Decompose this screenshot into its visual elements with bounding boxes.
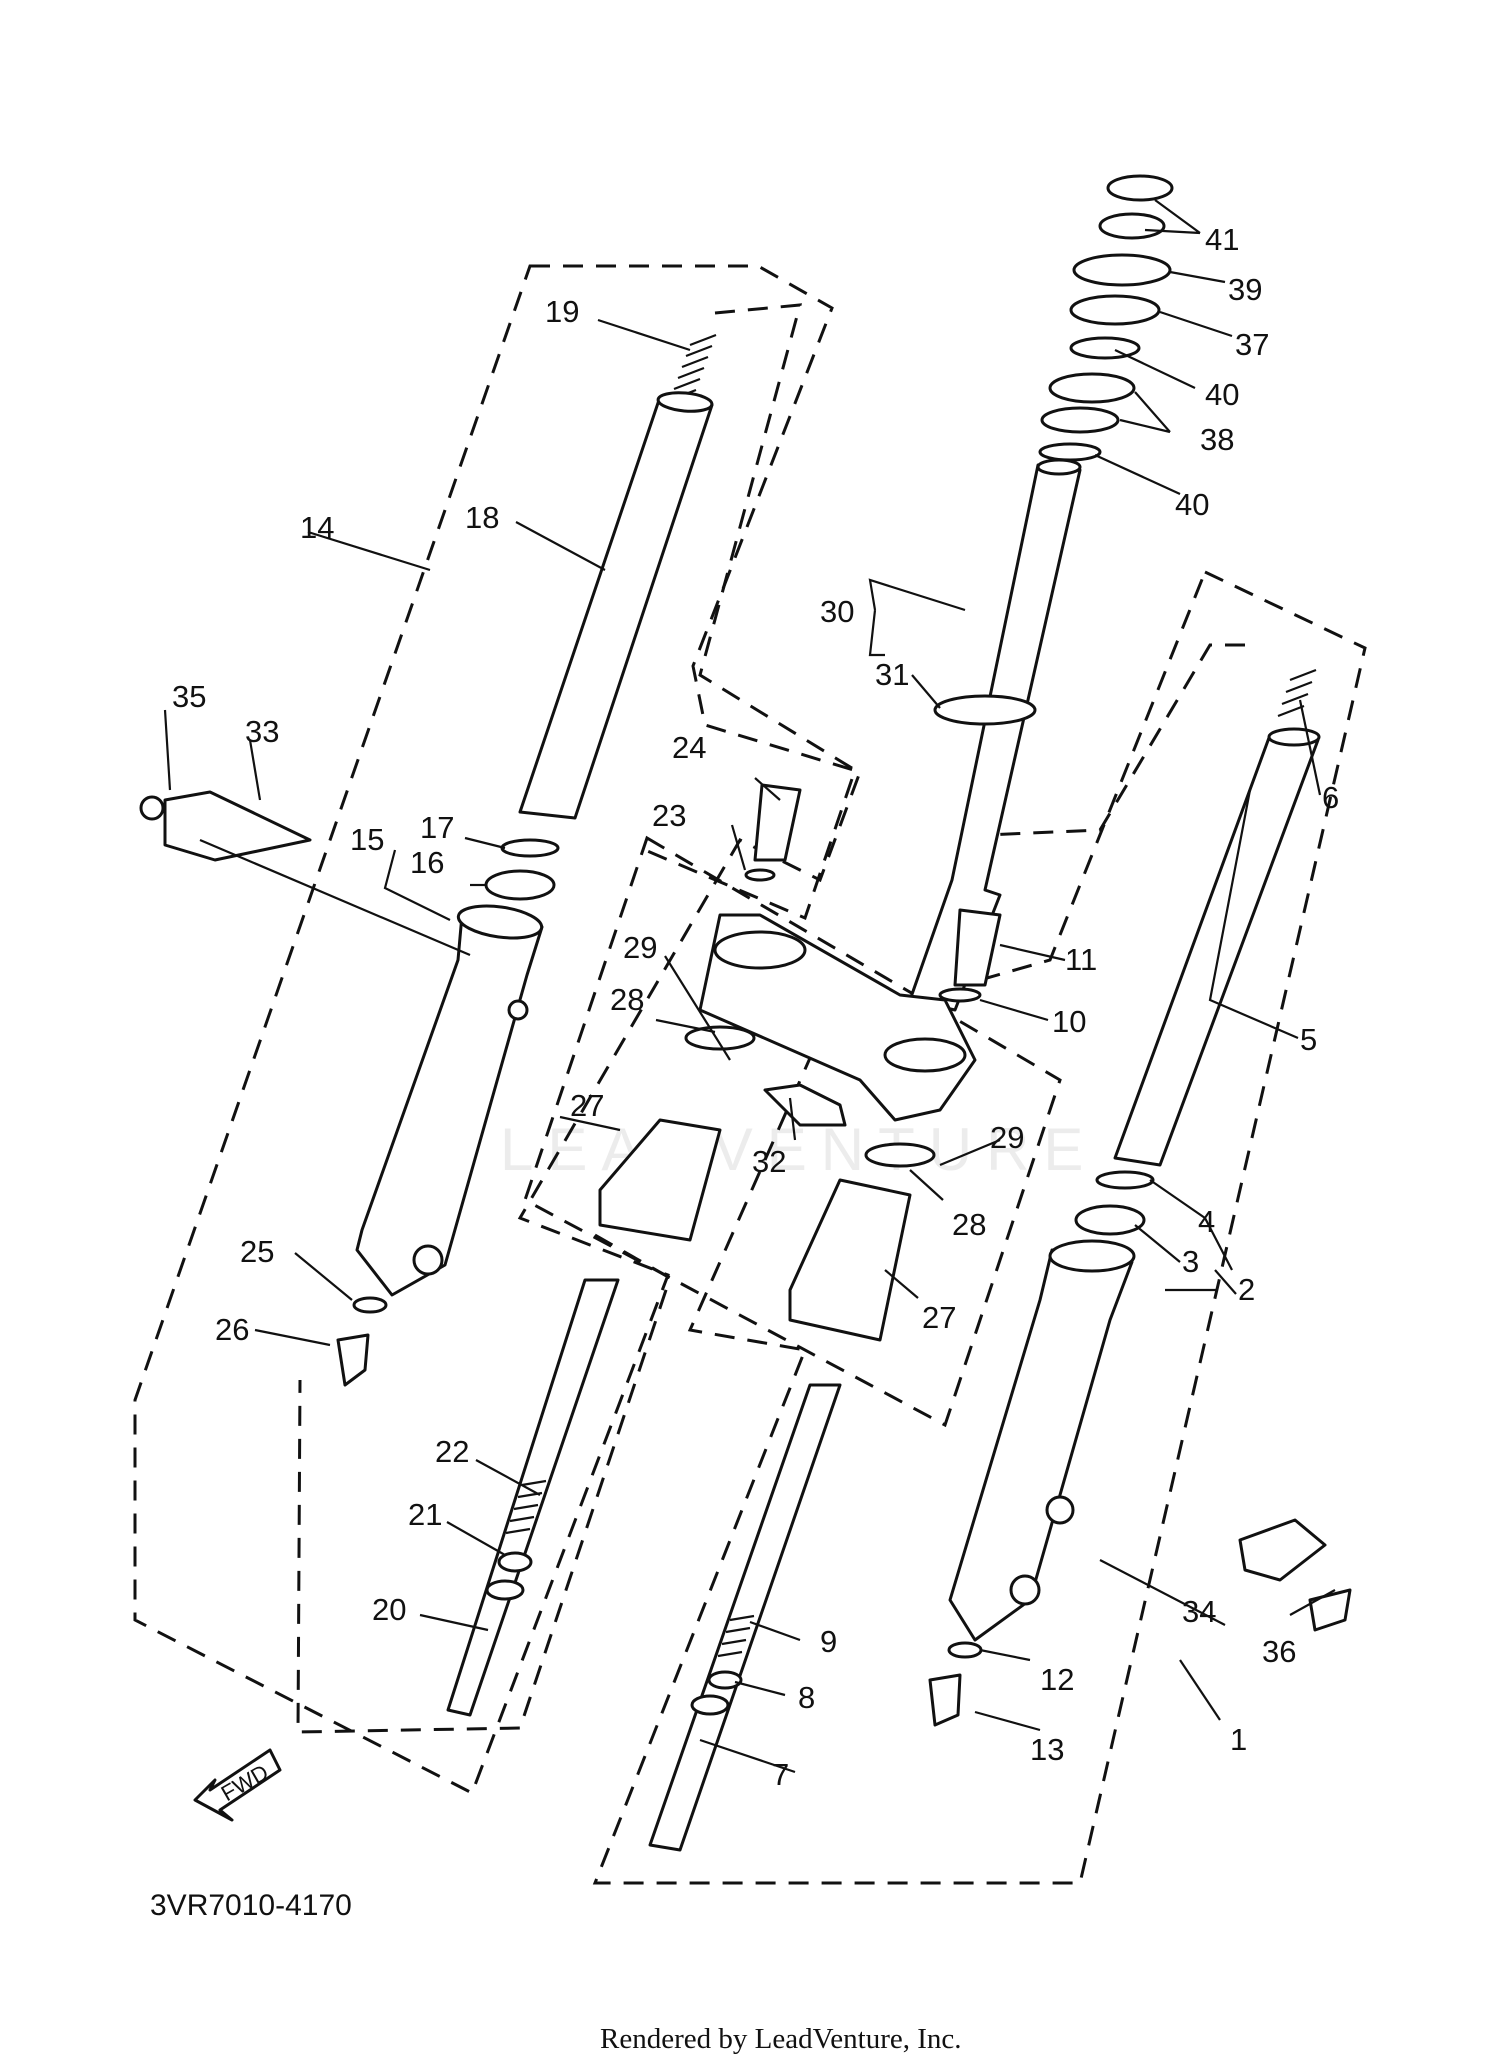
right-inner-tube-group [958, 643, 1245, 901]
washer-left [352, 1296, 388, 1314]
drain-bolt-left [336, 1333, 370, 1387]
callout-34: 34 [1182, 1594, 1216, 1629]
callout-31: 31 [875, 657, 909, 692]
callout-11: 11 [1065, 942, 1097, 977]
callout-2: 2 [1238, 1272, 1255, 1307]
callout-7: 7 [772, 1757, 789, 1792]
callout-28-lower: 28 [952, 1207, 986, 1242]
callout-35: 35 [172, 679, 206, 714]
callout-38: 38 [1200, 422, 1234, 457]
callout-6: 6 [1322, 780, 1339, 815]
fork-spring-right [1277, 668, 1317, 718]
callout-9: 9 [820, 1624, 837, 1659]
callout-33: 33 [245, 714, 279, 749]
callout-5: 5 [1300, 1022, 1317, 1057]
callout-36: 36 [1262, 1634, 1296, 1669]
o-ring-left [744, 868, 776, 882]
callout-39: 39 [1228, 272, 1262, 307]
callout-28-upper: 28 [610, 982, 644, 1017]
credit-text: Rendered by LeadVenture, Inc. [600, 2023, 962, 2055]
watermark-text: LEADVENTURE [500, 1116, 1097, 1183]
callout-25: 25 [240, 1234, 274, 1269]
callout-4: 4 [1198, 1204, 1215, 1239]
callout-32: 32 [752, 1144, 786, 1179]
callout-27-upper: 27 [570, 1088, 604, 1123]
callout-16: 16 [410, 845, 444, 880]
callout-14: 14 [300, 510, 334, 545]
outer-tube-right [948, 1239, 1136, 1642]
callout-27-lower: 27 [922, 1300, 956, 1335]
pinch-bolt [763, 1083, 847, 1127]
right-fork-assembly-boundary [592, 569, 1367, 1885]
damper-rod-left [446, 1278, 620, 1717]
washer-right [947, 1641, 983, 1659]
circlip-right [1095, 1170, 1155, 1190]
inner-boot-group-boundary [523, 835, 1062, 1428]
callout-18: 18 [465, 500, 499, 535]
callout-30: 30 [820, 594, 854, 629]
steering-stem [908, 458, 1082, 1012]
callout-19: 19 [545, 294, 579, 329]
o-ring-right [938, 987, 982, 1003]
circlip-left [500, 838, 560, 858]
callout-labels: 1 2 3 4 5 6 7 8 9 10 11 12 13 14 15 16 1… [172, 222, 1339, 1792]
callout-40-upper: 40 [1205, 377, 1239, 412]
fork-spring-left [669, 333, 717, 402]
bearing-races-stack [1038, 174, 1174, 462]
dust-boot-lower [788, 1142, 936, 1342]
dust-boot-upper [598, 1025, 756, 1242]
callout-17: 17 [420, 810, 454, 845]
inner-left-tube-group [644, 303, 857, 921]
callout-26: 26 [215, 1312, 249, 1347]
callout-1: 1 [1230, 1722, 1247, 1757]
callout-15: 15 [350, 822, 384, 857]
left-lower-damper-group [296, 1233, 672, 1734]
under-bracket [698, 913, 977, 1122]
left-fork-assembly-boundary [133, 264, 862, 1796]
callout-22: 22 [435, 1434, 469, 1469]
callout-40-lower: 40 [1175, 487, 1209, 522]
callout-21: 21 [408, 1497, 442, 1532]
callout-37: 37 [1235, 327, 1269, 362]
callout-24: 24 [672, 730, 706, 765]
callout-3: 3 [1182, 1244, 1199, 1279]
inner-tube-left [518, 391, 714, 820]
cap-bolt-right [953, 908, 1002, 987]
fwd-arrow-icon: FWD [193, 1748, 282, 1822]
callout-12: 12 [1040, 1662, 1074, 1697]
callout-29-lower: 29 [990, 1120, 1024, 1155]
callout-41: 41 [1205, 222, 1239, 257]
leader-lines [163, 199, 1336, 1774]
callout-23: 23 [652, 798, 686, 833]
callout-13: 13 [1030, 1732, 1064, 1767]
outer-tube-left [355, 904, 544, 1297]
drawing-code: 3VR7010-4170 [150, 1889, 352, 1922]
oil-seal-right [1074, 1204, 1146, 1236]
right-bracket [1238, 1518, 1352, 1632]
cable-bracket [139, 790, 312, 862]
damper-rod-right [648, 1383, 842, 1852]
drain-bolt-right [928, 1673, 962, 1727]
oil-seal-left [484, 869, 556, 901]
inner-tube-right [1113, 727, 1321, 1167]
callout-10: 10 [1052, 1004, 1086, 1039]
callout-8: 8 [798, 1680, 815, 1715]
cap-bolt-left [753, 783, 802, 862]
callout-20: 20 [372, 1592, 406, 1627]
callout-29-upper: 29 [623, 930, 657, 965]
